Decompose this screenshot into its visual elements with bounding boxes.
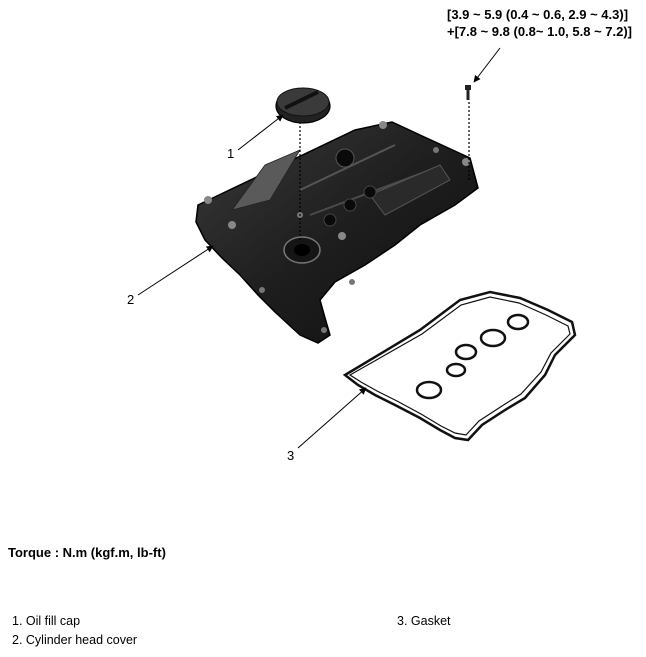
legend-item-gasket: 3. Gasket: [397, 614, 451, 628]
oil-fill-cap: [275, 87, 331, 124]
torque-spec-line-1: [3.9 ~ 5.9 (0.4 ~ 0.6, 2.9 ~ 4.3)]: [447, 7, 629, 22]
legend-item-oil-fill-cap: 1. Oil fill cap: [12, 614, 81, 628]
callout-2: 2: [127, 292, 135, 307]
callout-1: 1: [227, 146, 235, 161]
bolt: [465, 85, 471, 100]
leader-lines: [137, 47, 501, 449]
legend-item-cylinder-head-cover: 2. Cylinder head cover: [12, 633, 138, 647]
torque-units-title: Torque : N.m (kgf.m, lb-ft): [8, 545, 166, 560]
torque-spec-line-2: +[7.8 ~ 9.8 (0.8~ 1.0, 5.8 ~ 7.2)]: [447, 24, 633, 39]
torque-spec: [3.9 ~ 5.9 (0.4 ~ 0.6, 2.9 ~ 4.3)] +[7.8…: [447, 6, 632, 40]
alignment-lines: [299, 102, 470, 240]
cylinder-head-cover-diagram: [137, 47, 577, 449]
legend-left: 1. Oil fill cap 2. Cylinder head cover: [12, 612, 137, 650]
legend-right: 3. Gasket: [397, 612, 451, 631]
gasket: [342, 290, 577, 442]
cylinder-head-cover: [195, 121, 479, 344]
callout-3: 3: [287, 448, 295, 463]
